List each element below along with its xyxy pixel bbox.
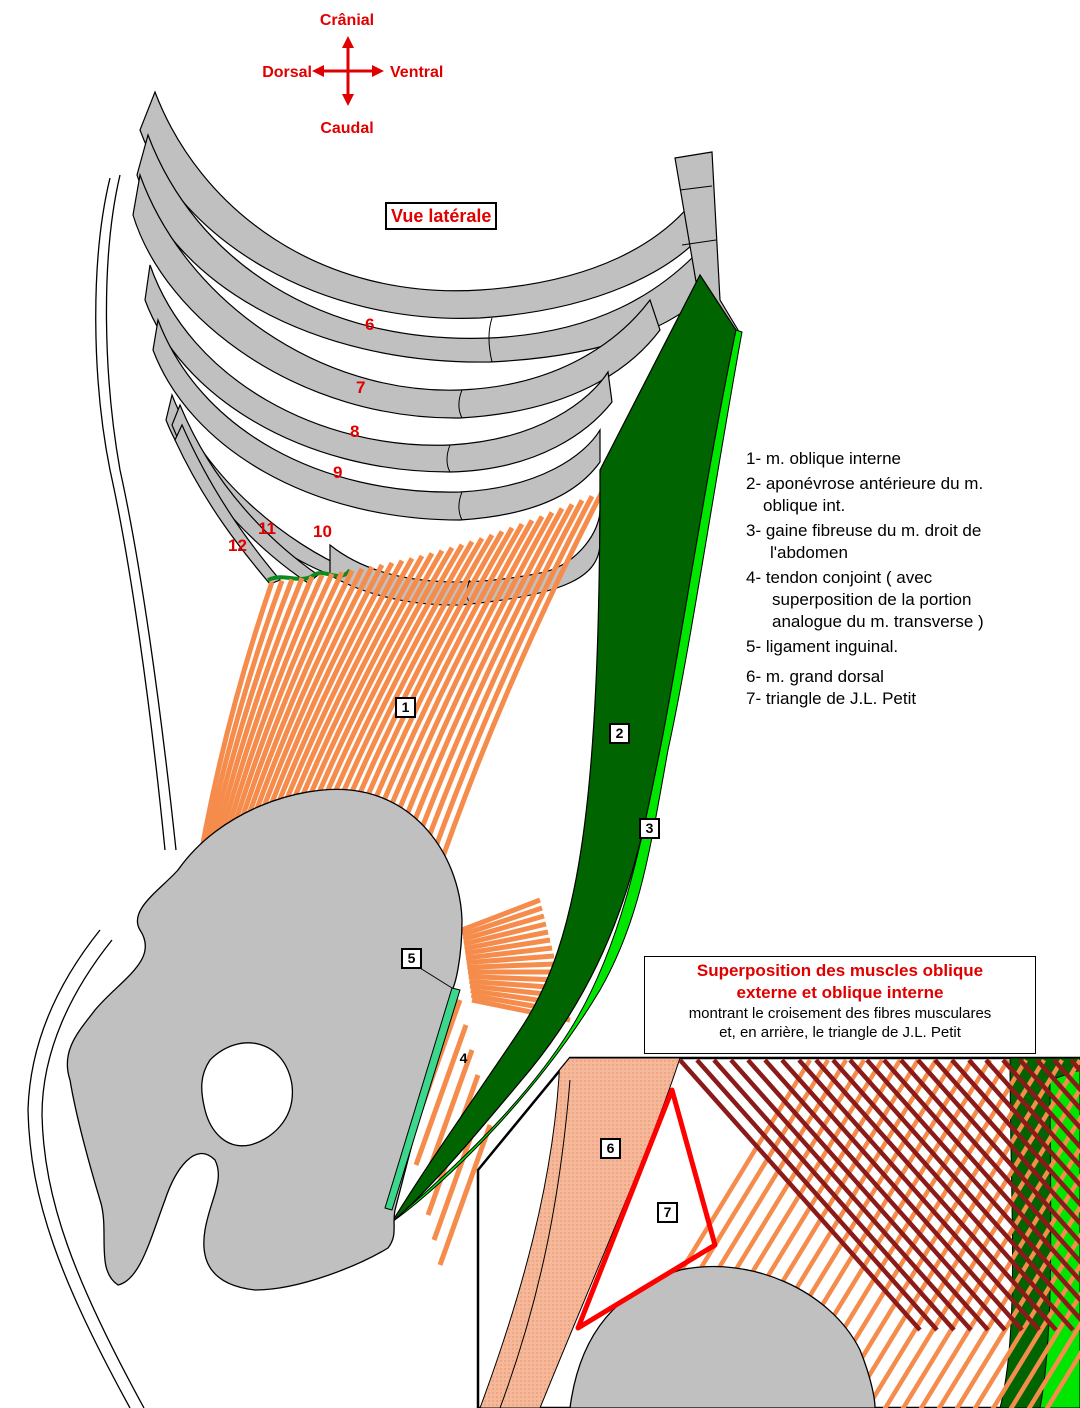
inset-subtitle-line2: et, en arrière, le triangle de J.L. Peti… <box>645 1023 1035 1042</box>
legend-item-2-cont: oblique int. <box>746 495 1076 517</box>
part-label-3: 3 <box>639 818 660 839</box>
legend-item-1: 1- m. oblique interne <box>746 448 1076 470</box>
inset-title-line1: Superposition des muscles oblique <box>645 960 1035 982</box>
label-caudal: Caudal <box>320 120 373 137</box>
legend-item-4-cont2: analogue du m. transverse ) <box>746 611 1076 633</box>
inset-panel <box>478 1058 1080 1408</box>
rib-number-8: 8 <box>350 422 359 441</box>
rib-number-12: 12 <box>228 536 247 555</box>
view-title: Vue latérale <box>385 202 497 230</box>
rib-number-11: 11 <box>258 519 276 538</box>
legend-item-4: 4- tendon conjoint ( avec <box>746 567 1076 589</box>
legend-item-3-cont: l'abdomen <box>746 542 1076 564</box>
part-label-1: 1 <box>395 697 416 718</box>
pelvis-bone <box>67 789 462 1290</box>
rib-number-6: 6 <box>365 315 374 334</box>
rib-number-10: 10 <box>313 522 332 541</box>
label-ventral: Ventral <box>390 64 443 81</box>
rib-number-7: 7 <box>356 378 365 397</box>
legend-item-7: 7- triangle de J.L. Petit <box>746 688 1076 710</box>
legend-item-5: 5- ligament inguinal. <box>746 636 1076 658</box>
legend-item-6: 6- m. grand dorsal <box>746 666 1076 688</box>
inset-subtitle-line1: montrant le croisement des fibres muscul… <box>645 1004 1035 1023</box>
part-label-7: 7 <box>657 1202 678 1223</box>
part-label-6: 6 <box>600 1138 621 1159</box>
inset-caption: Superposition des muscles oblique extern… <box>644 956 1036 1054</box>
label-cranial: Crânial <box>320 12 374 29</box>
fiber <box>467 964 556 967</box>
orientation-cross <box>312 36 384 106</box>
inset-title-line2: externe et oblique interne <box>645 982 1035 1004</box>
part-label-4: 4 <box>455 1050 472 1067</box>
part-label-5: 5 <box>401 948 422 969</box>
fiber <box>469 977 560 980</box>
rib-number-9: 9 <box>333 463 342 482</box>
legend-item-3: 3- gaine fibreuse du m. droit de <box>746 520 1076 542</box>
legend: 1- m. oblique interne 2- aponévrose anté… <box>746 448 1076 710</box>
legend-item-4-cont1: superposition de la portion <box>746 589 1076 611</box>
label-dorsal: Dorsal <box>262 64 312 81</box>
legend-item-2: 2- aponévrose antérieure du m. <box>746 473 1076 495</box>
part-label-2: 2 <box>609 723 630 744</box>
